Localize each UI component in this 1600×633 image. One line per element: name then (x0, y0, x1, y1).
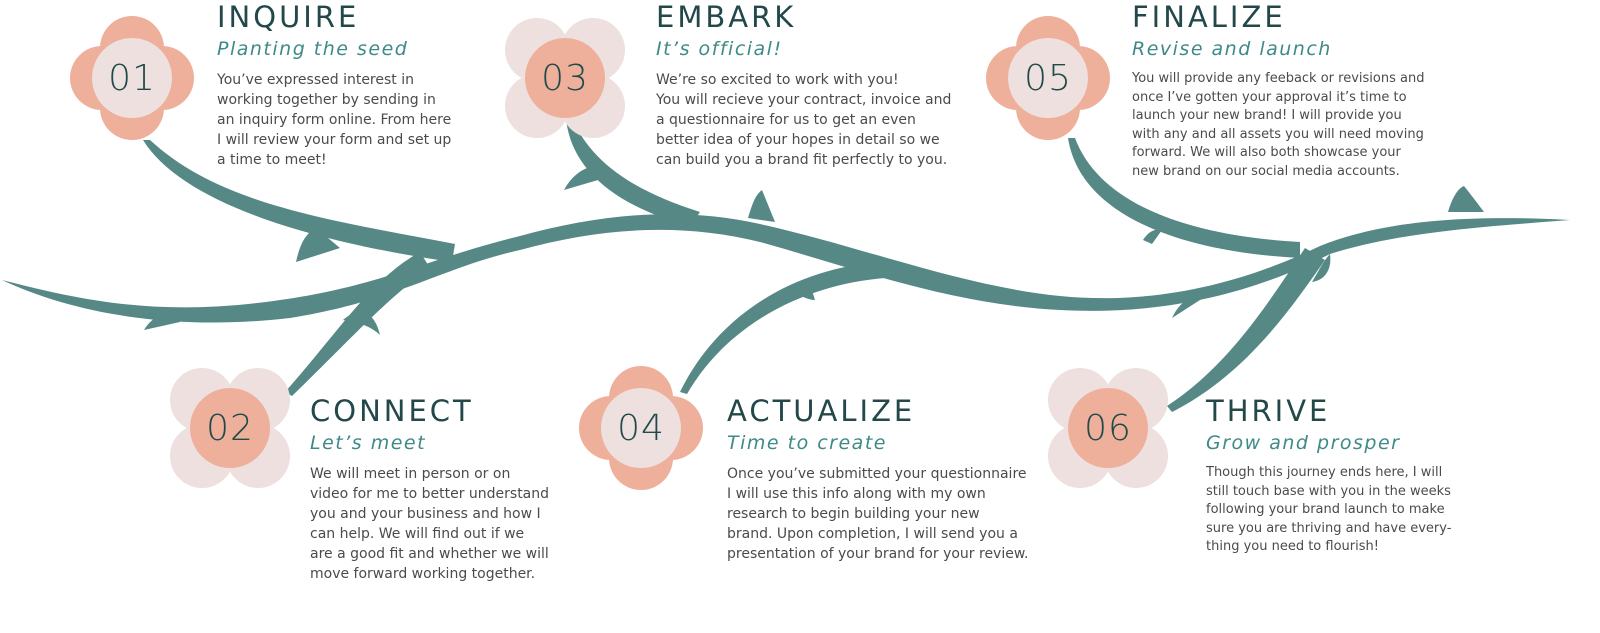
description-line: an inquiry form online. From here (217, 112, 452, 128)
description-line: with any and all assets you will need mo… (1132, 126, 1424, 142)
description-line: thing you need to flourish! (1206, 539, 1379, 554)
thorn (792, 284, 815, 300)
description-line: still touch base with you in the weeks (1206, 483, 1451, 499)
step-03-flower-badge: 03 (503, 16, 627, 140)
step-05-text: FINALIZE Revise and launch You will prov… (1132, 0, 1424, 181)
description-line: Once you’ve submitted your questionnaire (727, 466, 1027, 482)
description-line: I will review your form and set up (217, 132, 452, 148)
step-subtitle: Let’s meet (310, 432, 427, 454)
description-line: you and your business and how I (310, 506, 541, 522)
description-line: You will recieve your contract, invoice … (656, 92, 952, 108)
description-line: can help. We will find out if we (310, 526, 525, 542)
description-line: We will meet in person or on (310, 466, 511, 482)
step-title: FINALIZE (1132, 0, 1286, 34)
description-line: a time to meet! (217, 152, 327, 168)
step-title: EMBARK (656, 0, 797, 34)
branch-01 (143, 140, 455, 262)
step-number: 01 (108, 57, 156, 99)
step-05-flower-badge: 05 (986, 16, 1110, 140)
thorn (1312, 254, 1331, 282)
description-line: move forward working together. (310, 566, 536, 582)
description-line: launch your new brand! I will provide yo… (1132, 108, 1402, 123)
flower-center: 05 (1008, 38, 1088, 118)
description-line: following your brand launch to make (1206, 502, 1445, 517)
step-01-flower-badge: 01 (70, 16, 194, 140)
step-subtitle: Planting the seed (217, 38, 409, 60)
step-04-flower-badge: 04 (579, 366, 703, 490)
step-description: You will provide any feeback or revision… (1132, 70, 1424, 181)
description-line: video for me to better understand (310, 486, 550, 502)
flower-center: 01 (92, 38, 172, 118)
thorn (748, 190, 775, 222)
step-03-text: EMBARK It’s official! We’re so excited t… (656, 0, 951, 170)
branch-04 (680, 262, 885, 394)
flower-center: 06 (1068, 388, 1148, 468)
step-subtitle: It’s official! (656, 38, 783, 60)
step-subtitle: Time to create (727, 432, 887, 454)
description-line: can build you a brand fit perfectly to y… (656, 152, 948, 168)
description-line: better idea of your hopes in detail so w… (656, 132, 940, 148)
description-line: a questionnaire for us to get an even (656, 112, 916, 128)
thorn (343, 312, 380, 335)
thorn (1143, 229, 1162, 244)
step-subtitle: Grow and prosper (1206, 432, 1401, 454)
description-line: forward. We will also both showcase your (1132, 145, 1401, 160)
branch-06 (1167, 248, 1325, 412)
step-description: We’re so excited to work with you! You w… (656, 70, 951, 170)
description-line: We’re so excited to work with you! (656, 72, 899, 88)
description-line: You will provide any feeback or revision… (1132, 71, 1425, 86)
step-number: 05 (1024, 57, 1072, 99)
step-number: 04 (617, 407, 665, 449)
flower-center: 03 (525, 38, 605, 118)
step-title: ACTUALIZE (727, 394, 916, 428)
step-06-text: THRIVE Grow and prosper Though this jour… (1206, 394, 1451, 557)
step-description: We will meet in person or on video for m… (310, 464, 549, 584)
step-title: THRIVE (1206, 394, 1331, 428)
description-line: You’ve expressed interest in (217, 72, 414, 88)
step-number: 06 (1084, 407, 1132, 449)
flower-center: 04 (601, 388, 681, 468)
step-02-flower-badge: 02 (168, 366, 292, 490)
thorn (1172, 290, 1210, 318)
step-title: CONNECT (310, 394, 474, 428)
flower-center: 02 (190, 388, 270, 468)
description-line: new brand on our social media accounts. (1132, 163, 1400, 179)
step-02-text: CONNECT Let’s meet We will meet in perso… (310, 394, 549, 584)
description-line: working together by sending in (217, 92, 436, 108)
thorn (144, 312, 180, 330)
step-description: You’ve expressed interest in working tog… (217, 70, 451, 170)
step-number: 02 (206, 407, 254, 449)
description-line: once I’ve gotten your approval it’s time… (1132, 89, 1407, 105)
step-01-text: INQUIRE Planting the seed You’ve express… (217, 0, 451, 170)
thorn (564, 164, 605, 190)
thorn (1448, 186, 1484, 212)
description-line: research to begin building your new (727, 506, 980, 522)
step-number: 03 (541, 57, 589, 99)
description-line: are a good fit and whether we will (310, 546, 549, 562)
description-line: Though this journey ends here, I will (1206, 465, 1443, 480)
step-description: Once you’ve submitted your questionnaire… (727, 464, 1028, 564)
step-subtitle: Revise and launch (1132, 38, 1332, 60)
step-04-text: ACTUALIZE Time to create Once you’ve sub… (727, 394, 1028, 564)
description-line: I will use this info along with my own (727, 486, 986, 502)
step-description: Though this journey ends here, I will st… (1206, 464, 1451, 557)
description-line: presentation of your brand for your revi… (727, 546, 1029, 562)
description-line: brand. Upon completion, I will send you … (727, 526, 1018, 542)
branch-05 (1068, 138, 1300, 258)
description-line: sure you are thriving and have every- (1206, 520, 1452, 536)
step-06-flower-badge: 06 (1046, 366, 1170, 490)
branch-02 (285, 252, 430, 396)
step-title: INQUIRE (217, 0, 360, 34)
main-vine (2, 214, 1570, 323)
thorn (296, 228, 340, 262)
